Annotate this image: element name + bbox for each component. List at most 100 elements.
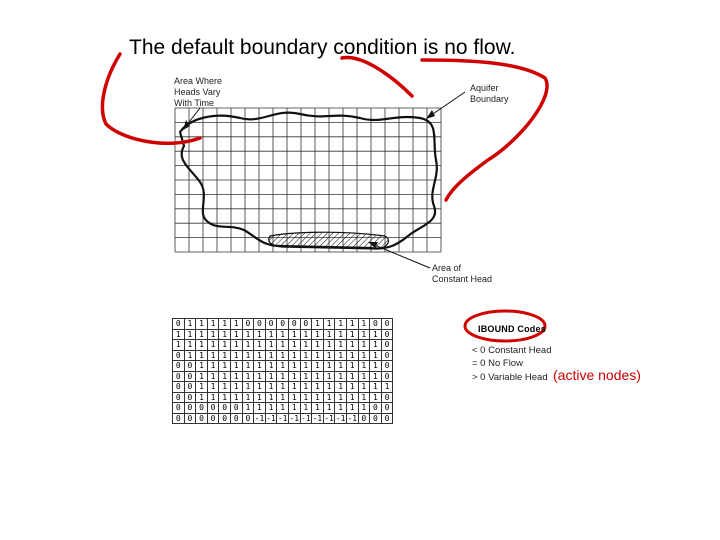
ibound-cell: 1 [345, 370, 359, 382]
ibound-cell: 1 [241, 381, 255, 393]
ibound-cell: 0 [183, 370, 197, 382]
ibound-cell: 1 [276, 391, 289, 403]
ibound-cell: -1 [334, 412, 347, 424]
ibound-cell: 1 [276, 381, 289, 393]
ibound-cell: 1 [253, 391, 266, 403]
ibound-cell: 1 [253, 381, 266, 393]
ibound-cell: 1 [195, 370, 208, 382]
ibound-cell: 1 [276, 349, 289, 361]
ibound-cell: 1 [264, 328, 278, 340]
ibound-cell: 1 [311, 328, 324, 340]
ibound-cell: 1 [206, 328, 220, 340]
ibound-cell: 1 [229, 339, 243, 351]
ibound-cell: 1 [322, 360, 336, 372]
ibound-cell: 1 [241, 391, 255, 403]
ibound-cell: 1 [206, 391, 220, 403]
ibound-cell: 1 [334, 349, 347, 361]
ibound-cell: 1 [299, 370, 313, 382]
ibound-cell: 1 [357, 328, 371, 340]
ibound-cell: 1 [287, 381, 301, 393]
ibound-cell: 1 [183, 318, 197, 330]
ibound-cell: 0 [172, 402, 185, 414]
label-aquifer-boundary: Aquifer Boundary [470, 83, 509, 104]
ibound-cell: 0 [172, 412, 185, 424]
ibound-cell: 1 [311, 339, 324, 351]
ibound-cell: 1 [345, 360, 359, 372]
ibound-cell: 1 [206, 349, 220, 361]
ibound-cell: -1 [264, 412, 278, 424]
ibound-cell: 1 [357, 381, 371, 393]
ibound-cell: 1 [369, 370, 382, 382]
ibound-cell: 1 [206, 339, 220, 351]
ibound-cell: 1 [264, 349, 278, 361]
ibound-cell: 1 [287, 349, 301, 361]
ibound-cell: 1 [183, 349, 197, 361]
legend-no-flow: = 0 No Flow [472, 358, 523, 369]
model-grid [174, 107, 442, 253]
ibound-cell: 0 [172, 381, 185, 393]
ibound-cell: 1 [311, 318, 324, 330]
ibound-cell: 1 [264, 381, 278, 393]
ibound-cell: 0 [380, 360, 394, 372]
ibound-cell: 1 [369, 349, 382, 361]
ibound-cell: 1 [253, 402, 266, 414]
ibound-cell: 1 [241, 402, 255, 414]
ibound-cell: 1 [334, 402, 347, 414]
ibound-cell: 1 [322, 370, 336, 382]
ibound-cell: 0 [380, 328, 394, 340]
ibound-cell: 1 [172, 339, 185, 351]
ibound-cell: 1 [253, 328, 266, 340]
ibound-cell: 1 [229, 318, 243, 330]
ibound-cell: 0 [369, 318, 382, 330]
ibound-cell: 1 [218, 328, 231, 340]
ibound-cell: 1 [369, 391, 382, 403]
ibound-cell: 0 [195, 412, 208, 424]
ibound-cell: 1 [369, 339, 382, 351]
ibound-cell: 1 [299, 328, 313, 340]
ibound-cell: 0 [183, 402, 197, 414]
ibound-cell: 1 [322, 391, 336, 403]
legend-title: IBOUND Codes [478, 324, 546, 334]
ibound-cell: 1 [345, 318, 359, 330]
ibound-cell: 1 [345, 339, 359, 351]
ibound-cell: 1 [334, 381, 347, 393]
ibound-cell: 1 [357, 349, 371, 361]
ibound-cell: 1 [322, 349, 336, 361]
ibound-cell: 1 [253, 339, 266, 351]
ibound-cell: 1 [345, 381, 359, 393]
legend-constant-head: < 0 Constant Head [472, 345, 552, 356]
ibound-cell: 0 [183, 381, 197, 393]
ibound-cell: 1 [183, 328, 197, 340]
ibound-cell: 1 [299, 391, 313, 403]
legend-variable-head: > 0 Variable Head [472, 372, 548, 383]
ibound-cell: 1 [311, 381, 324, 393]
ibound-cell: 1 [218, 370, 231, 382]
ibound-cell: 1 [206, 370, 220, 382]
ibound-cell: 0 [172, 391, 185, 403]
ibound-cell: 1 [345, 349, 359, 361]
ibound-cell: 1 [287, 339, 301, 351]
ibound-cell: 1 [276, 328, 289, 340]
ibound-cell: 1 [345, 402, 359, 414]
ibound-cell: 0 [380, 402, 394, 414]
ibound-cell: 1 [357, 360, 371, 372]
ibound-cell: 1 [322, 318, 336, 330]
ibound-cell: 1 [334, 391, 347, 403]
ibound-cell: 1 [299, 349, 313, 361]
ibound-cell: 0 [264, 318, 278, 330]
ibound-cell: 1 [183, 339, 197, 351]
ibound-cell: 0 [380, 349, 394, 361]
ibound-cell: 0 [206, 412, 220, 424]
ibound-cell: 1 [195, 391, 208, 403]
ibound-cell: 1 [195, 349, 208, 361]
ibound-cell: 0 [229, 412, 243, 424]
ibound-cell: 1 [195, 328, 208, 340]
ibound-cell: 0 [357, 412, 371, 424]
ibound-cell: 0 [218, 412, 231, 424]
ibound-cell: 1 [206, 318, 220, 330]
